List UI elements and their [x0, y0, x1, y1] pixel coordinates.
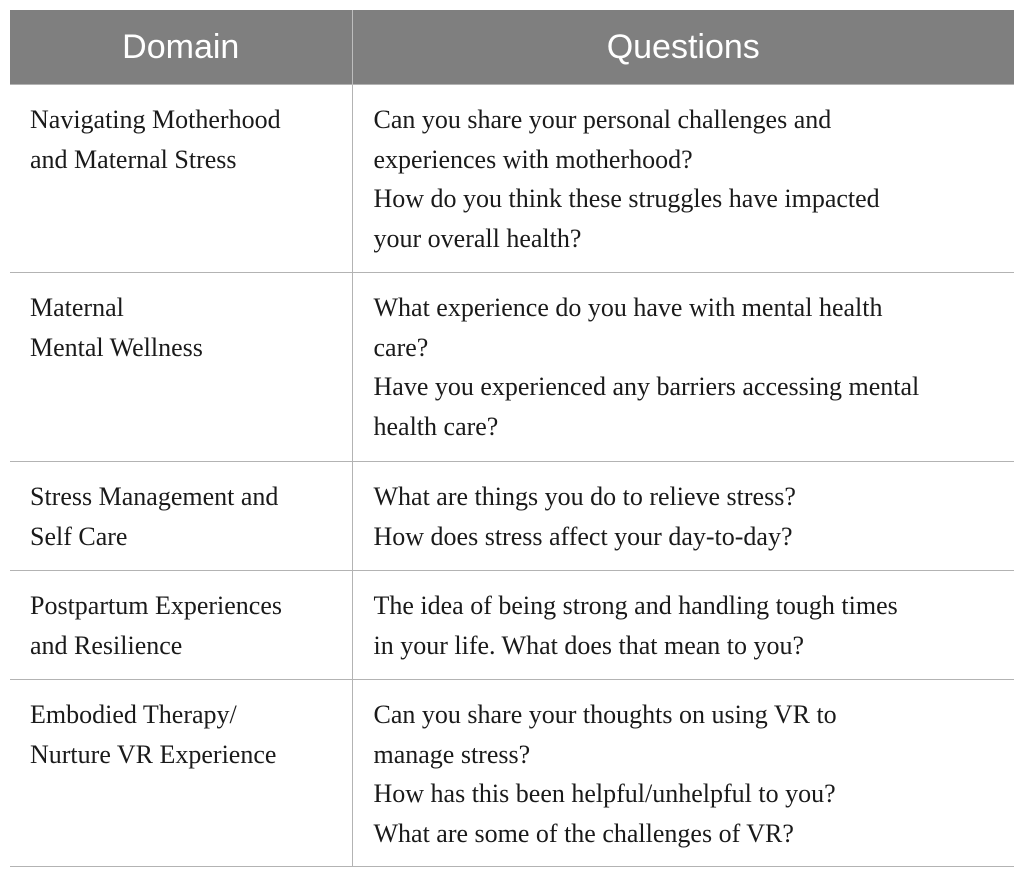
question-text: What experience do you have with mental … [373, 293, 883, 322]
domain-text: Self Care [30, 521, 128, 551]
domain-text: Navigating Motherhood [30, 105, 281, 134]
table-row: Embodied Therapy/ Nurture VR Experience … [10, 679, 1014, 867]
domain-text: Nurture VR Experience [30, 739, 277, 769]
domain-cell: Maternal Mental Wellness [10, 272, 353, 462]
domain-questions-table: Domain Questions Navigating Motherhood a… [10, 10, 1014, 867]
table-row: Navigating Motherhood and Maternal Stres… [10, 84, 1014, 273]
table-header: Domain Questions [10, 10, 1014, 85]
domain-cell: Embodied Therapy/ Nurture VR Experience [10, 679, 353, 867]
domain-text: Mental Wellness [30, 332, 203, 362]
domain-text: and Resilience [30, 630, 183, 660]
question-text: health care? [373, 411, 499, 441]
question-text: manage stress? [373, 739, 531, 769]
question-text: Can you share your thoughts on using VR … [373, 700, 837, 729]
question-text: How has this been helpful/unhelpful to y… [373, 779, 836, 808]
question-text: Can you share your personal challenges a… [373, 105, 832, 134]
question-text: Have you experienced any barriers access… [373, 372, 920, 401]
question-text: your overall health? [373, 223, 582, 253]
questions-cell: Can you share your thoughts on using VR … [352, 679, 1014, 867]
domain-questions-table-container: Domain Questions Navigating Motherhood a… [10, 10, 1014, 867]
questions-cell: Can you share your personal challenges a… [352, 84, 1014, 273]
domain-cell: Navigating Motherhood and Maternal Stres… [10, 84, 353, 273]
question-text: The idea of being strong and handling to… [373, 591, 898, 620]
table-row: Postpartum Experiences and Resilience Th… [10, 570, 1014, 680]
question-text: What are things you do to relieve stress… [373, 482, 796, 511]
question-text: How do you think these struggles have im… [373, 184, 880, 213]
header-row: Domain Questions [10, 10, 1014, 85]
question-text: How does stress affect your day-to-day? [373, 521, 793, 551]
domain-text: Postpartum Experiences [30, 591, 282, 620]
header-questions: Questions [351, 10, 1014, 85]
domain-text: Stress Management and [30, 482, 279, 511]
question-text: What are some of the challenges of VR? [373, 818, 794, 848]
table-row: Stress Management and Self Care What are… [10, 461, 1014, 571]
question-text: care? [373, 332, 429, 362]
question-text: experiences with motherhood? [373, 144, 693, 174]
question-text: in your life. What does that mean to you… [373, 630, 805, 660]
table-row: Maternal Mental Wellness What experience… [10, 272, 1014, 462]
domain-text: and Maternal Stress [30, 144, 237, 174]
domain-text: Embodied Therapy/ [30, 700, 237, 729]
domain-text: Maternal [30, 293, 124, 322]
questions-cell: The idea of being strong and handling to… [352, 570, 1014, 680]
domain-cell: Postpartum Experiences and Resilience [10, 570, 353, 680]
questions-cell: What are things you do to relieve stress… [352, 461, 1014, 571]
domain-cell: Stress Management and Self Care [10, 461, 353, 571]
questions-cell: What experience do you have with mental … [352, 272, 1014, 462]
table-body: Navigating Motherhood and Maternal Stres… [10, 84, 1014, 867]
header-domain: Domain [10, 10, 352, 85]
